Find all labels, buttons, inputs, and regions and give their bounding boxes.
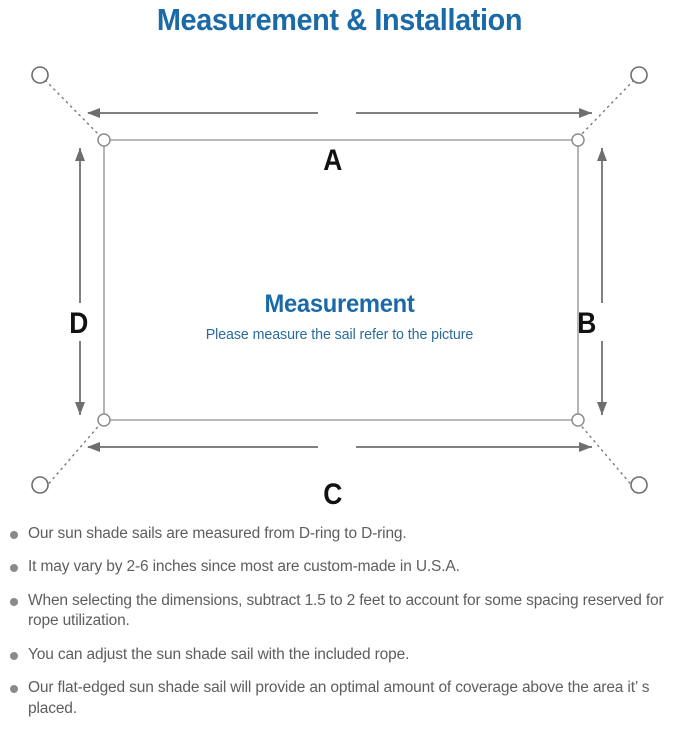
anchor-ring-bottom-left (31, 476, 49, 494)
rope-line-bottom-left (44, 421, 103, 489)
note-item: Our sun shade sails are measured from D-… (0, 524, 679, 544)
rope-line-top-left (44, 79, 103, 139)
measurement-heading: Measurement (264, 290, 415, 318)
note-item: You can adjust the sun shade sail with t… (0, 645, 679, 665)
note-item: Our flat-edged sun shade sail will provi… (0, 678, 679, 719)
dimension-label-b: B (577, 307, 597, 340)
anchor-rings (31, 66, 648, 494)
measurement-subtitle: Please measure the sail refer to the pic… (205, 326, 474, 343)
anchor-ring-bottom-right (630, 476, 648, 494)
d-ring-bottom-right (571, 413, 585, 427)
measurement-diagram: A B C D Measurement Please measure the s… (0, 48, 679, 518)
bullet-icon (10, 685, 18, 694)
note-text: You can adjust the sun shade sail with t… (28, 645, 410, 663)
bullet-icon (10, 564, 18, 573)
dimension-label-a: A (323, 144, 343, 177)
d-ring-bottom-left (97, 413, 111, 427)
note-text: When selecting the dimensions, subtract … (28, 591, 664, 630)
d-ring-top-left (97, 133, 111, 147)
note-text: It may vary by 2-6 inches since most are… (28, 558, 460, 576)
diagram-canvas (31, 66, 648, 494)
shade-sail-rect (103, 139, 579, 421)
note-text: Our flat-edged sun shade sail will provi… (28, 679, 650, 717)
note-item: When selecting the dimensions, subtract … (0, 591, 679, 632)
d-ring-top-right (571, 133, 585, 147)
note-text: Our sun shade sails are measured from D-… (28, 525, 407, 542)
bullet-icon (10, 597, 18, 606)
anchor-ring-top-right (630, 66, 648, 84)
bullet-icon (10, 651, 18, 660)
rope-line-bottom-right (577, 421, 635, 489)
bullet-icon (10, 531, 18, 539)
page-title: Measurement & Installation (156, 2, 523, 37)
rope-line-top-right (577, 79, 635, 139)
notes-list: Our sun shade sails are measured from D-… (0, 524, 679, 732)
d-rings (97, 133, 585, 427)
anchor-ring-top-left (31, 66, 49, 84)
dimension-label-c: C (323, 478, 343, 511)
rope-lines (44, 79, 635, 489)
dimension-label-d: D (69, 307, 89, 340)
note-item: It may vary by 2-6 inches since most are… (0, 557, 679, 577)
